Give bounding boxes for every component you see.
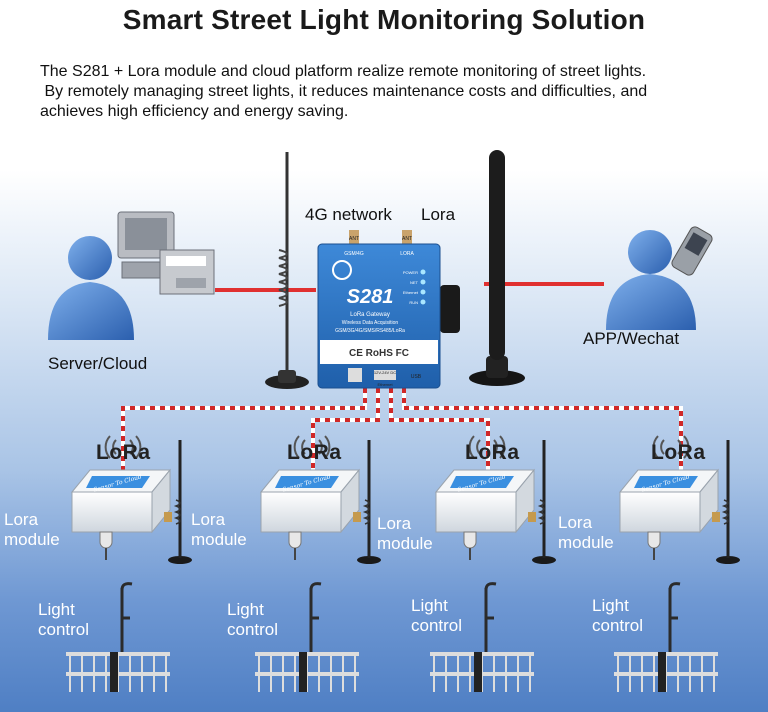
gateway-line2: Wireless Data Acquisition <box>342 320 399 326</box>
gateway-text: ANT ANT GSM/4G LORA S281 LoRa Gateway Wi… <box>335 236 422 387</box>
gateway-led-net: NET <box>410 280 419 285</box>
gateway-port-ant1: ANT <box>349 236 359 242</box>
lora-node-artwork <box>66 435 192 692</box>
node-artwork <box>66 434 742 694</box>
lora-node-artwork-3 <box>428 434 558 694</box>
lora-module-label-3-line2: module <box>377 534 433 553</box>
light-control-label-2-line1: Light <box>227 600 264 619</box>
gateway-line1: LoRa Gateway <box>350 312 390 318</box>
lora-badge-1: LoRa <box>96 441 151 464</box>
computer-icon <box>117 211 215 295</box>
gateway-led-power: POWER <box>403 270 418 275</box>
gateway-line3: GSM/3G/4G/SMS/RS485/LoRa <box>335 328 405 334</box>
server-person-icon <box>48 236 134 340</box>
gateway-port-ant2: ANT <box>402 236 412 242</box>
lora-badge-2: LoRa <box>287 441 342 464</box>
gsm-antenna-icon <box>265 152 309 389</box>
app-person-icon <box>606 230 696 330</box>
lora-node-artwork-4 <box>612 434 742 694</box>
gateway-bottom-mid: 12V-24V DC <box>374 370 396 375</box>
gateway-device <box>317 230 460 389</box>
gateway-bottom-left: Ethernet <box>377 382 393 387</box>
lora-module-label-1-line2: module <box>4 530 60 549</box>
lora-module-label-1-line1: Lora <box>4 510 39 529</box>
gateway-port-lora: LORA <box>400 251 414 257</box>
light-control-label-4-line2: control <box>592 616 644 635</box>
module-stickers: Sensor To Cloud Sensor To Cloud Sensor T… <box>93 473 691 494</box>
gateway-led-run: RUN <box>409 300 418 305</box>
light-control-label-3-line1: Light <box>411 596 448 615</box>
gateway-model: S281 <box>347 286 394 308</box>
light-control-label-3-line2: control <box>411 616 463 635</box>
lora-node-artwork-2 <box>253 434 383 694</box>
gateway-bottom-right: USB <box>411 374 422 380</box>
bus-lines <box>121 388 683 470</box>
intro-line-2: By remotely managing street lights, it r… <box>40 83 648 100</box>
lora-antenna-icon <box>469 150 525 386</box>
light-control-label-2-line2: control <box>227 620 279 639</box>
light-control-label-1-line2: control <box>38 620 90 639</box>
intro-paragraph: The S281 + Lora module and cloud platfor… <box>40 62 760 122</box>
intro-line-3: achieves high efficiency and energy savi… <box>40 103 349 120</box>
gateway-port-gsm: GSM/4G <box>344 251 364 257</box>
label-app-wechat: APP/Wechat <box>583 329 680 348</box>
gateway-led-ethernet: Ethernet <box>403 290 419 295</box>
lora-module-label-2-line2: module <box>191 530 247 549</box>
lora-module-label-4-line1: Lora <box>558 513 593 532</box>
label-server-cloud: Server/Cloud <box>48 354 148 373</box>
phone-icon <box>671 226 713 276</box>
page-title: Smart Street Light Monitoring Solution <box>122 4 646 35</box>
label-lora-top: Lora <box>421 205 456 224</box>
lora-module-label-2-line1: Lora <box>191 510 226 529</box>
light-control-label-1-line1: Light <box>38 600 75 619</box>
light-control-label-4-line1: Light <box>592 596 629 615</box>
lora-badge-3: LoRa <box>465 441 520 464</box>
intro-line-1: The S281 + Lora module and cloud platfor… <box>40 63 647 80</box>
lora-module-label-4-line2: module <box>558 533 614 552</box>
gateway-certs: CE RoHS FC <box>349 348 409 359</box>
lora-module-label-3-line1: Lora <box>377 514 412 533</box>
lora-badge-4: LoRa <box>651 441 706 464</box>
label-4g-network: 4G network <box>305 205 392 224</box>
